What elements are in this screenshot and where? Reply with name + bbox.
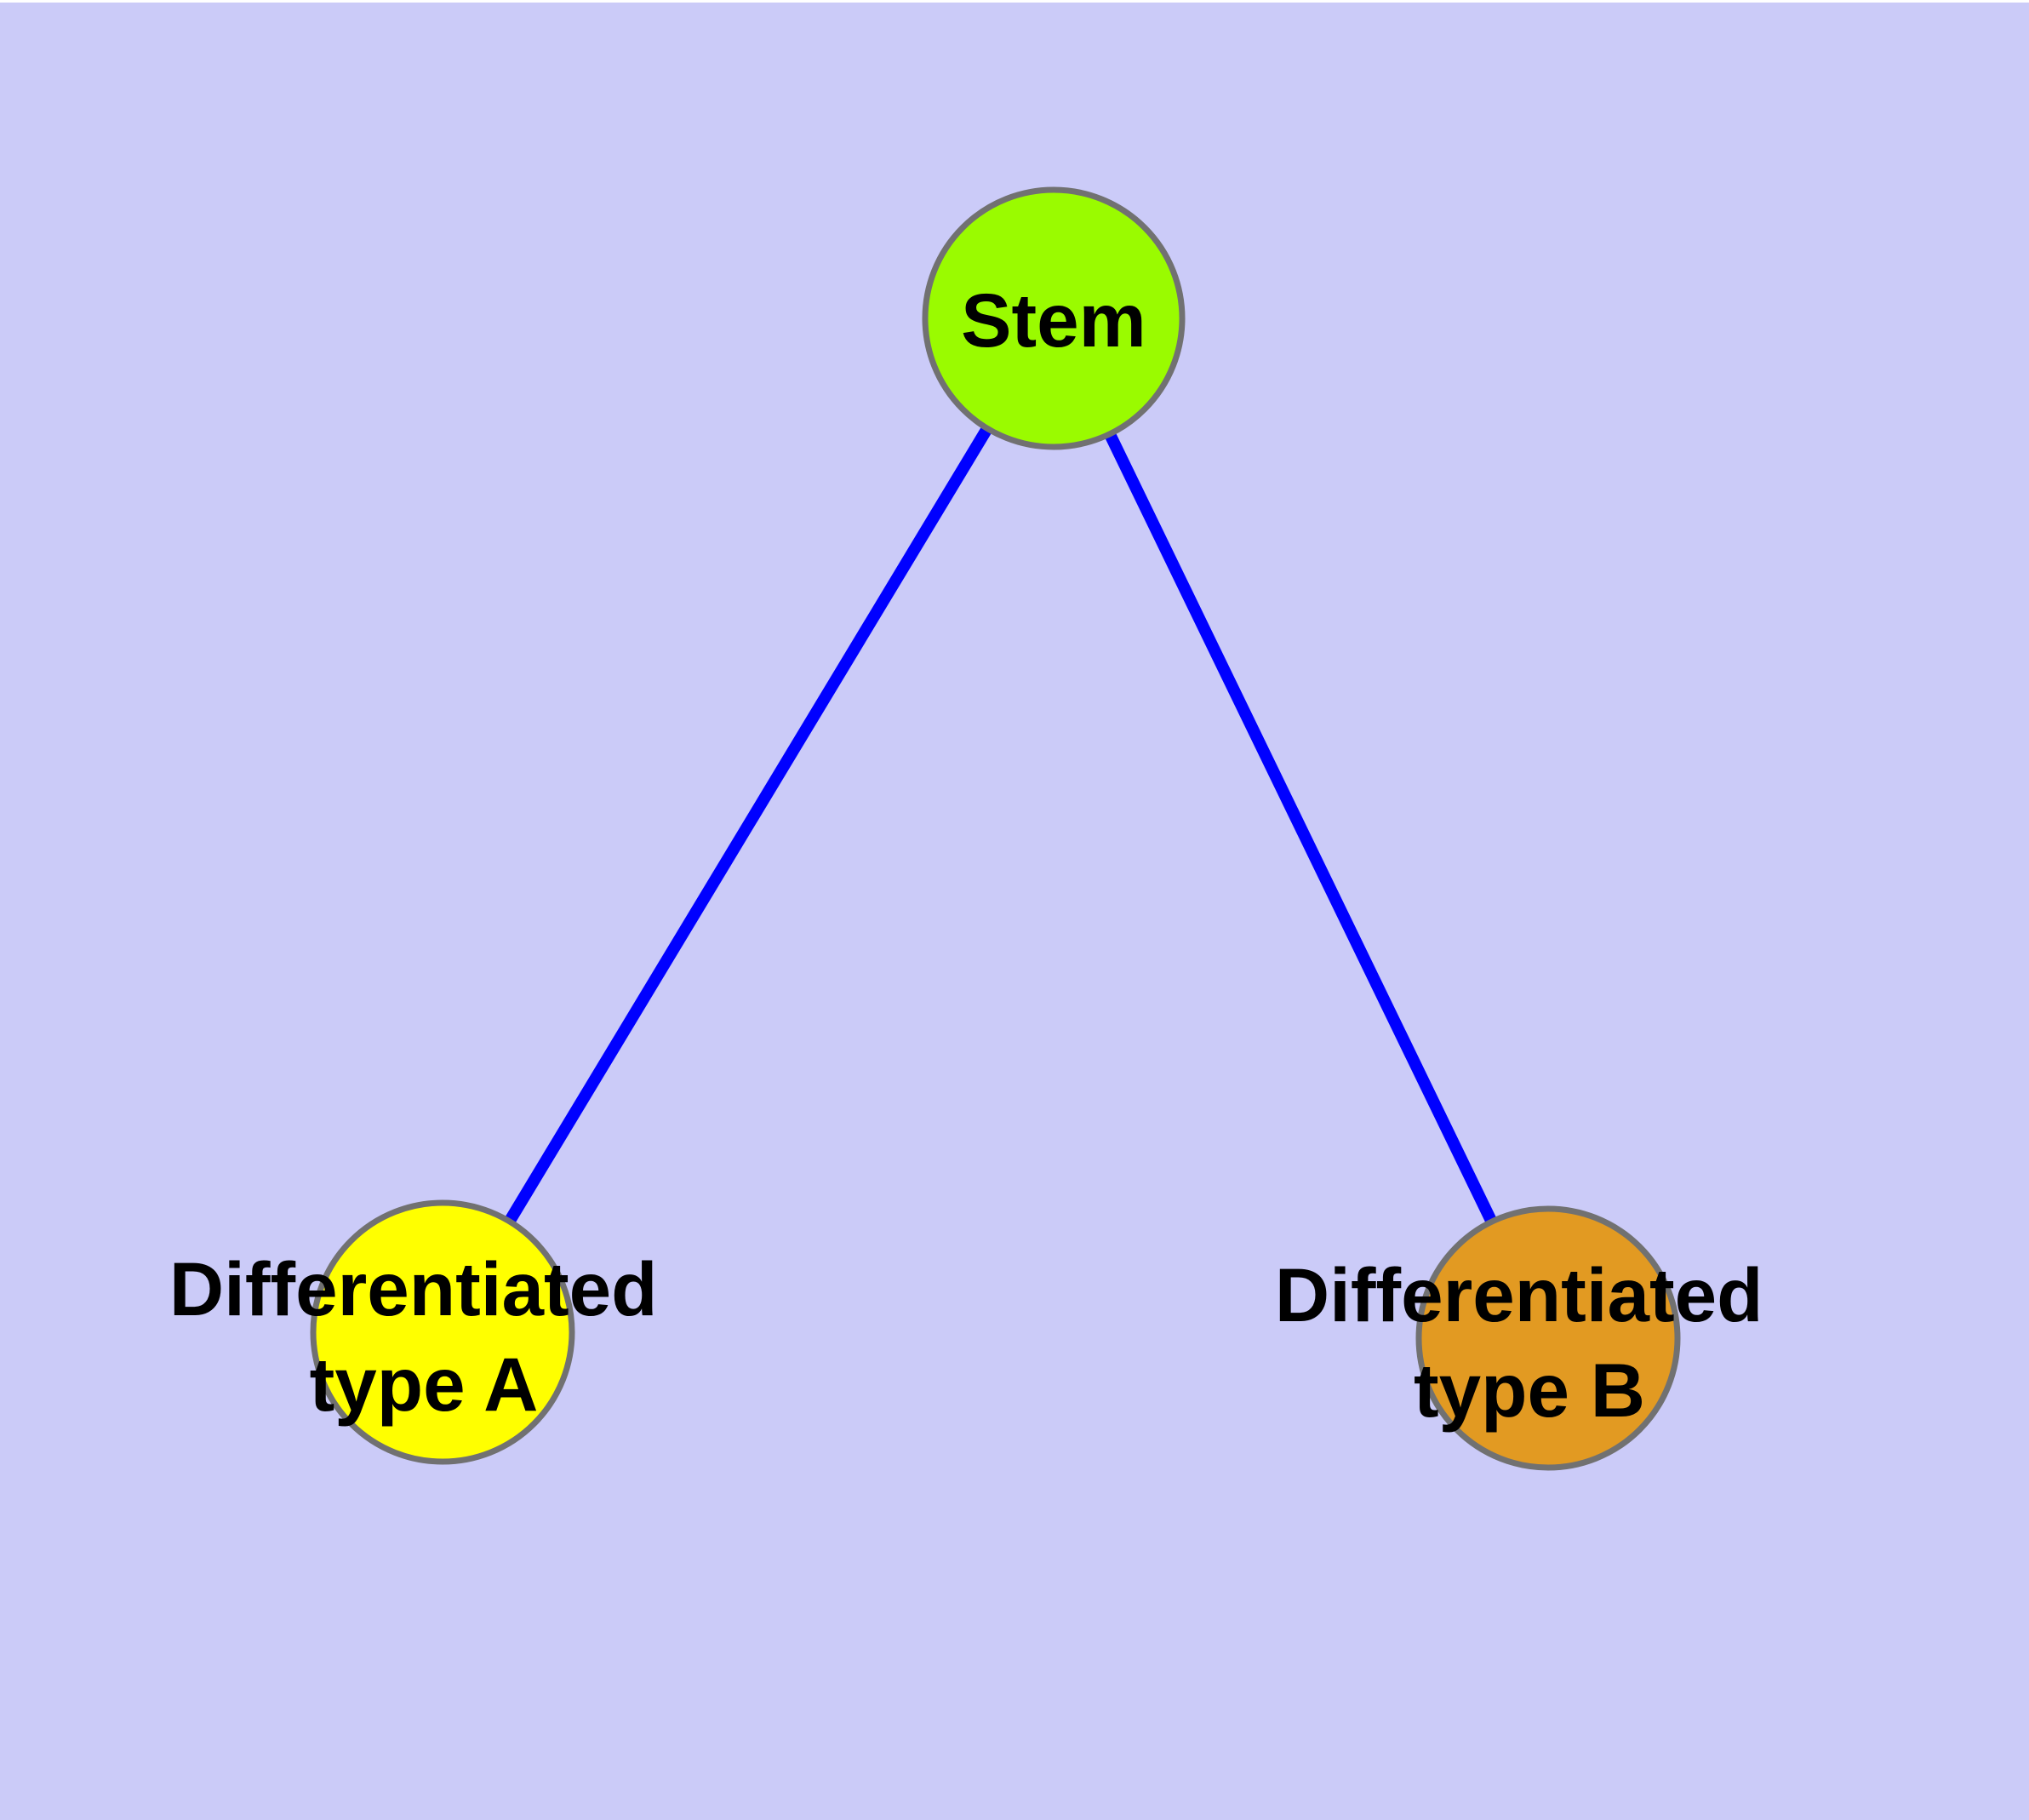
node-label-type-a: Differentiated type A bbox=[169, 1246, 678, 1427]
node-type-a-circle bbox=[310, 1199, 575, 1465]
node-type-b-circle bbox=[1415, 1205, 1681, 1471]
edge-stem-to-type-b bbox=[1048, 315, 1554, 1342]
node-group bbox=[310, 186, 1681, 1471]
node-label-type-b: Differentiated type B bbox=[1275, 1252, 1784, 1433]
node-label-type-b-line2: type B bbox=[1414, 1348, 1645, 1433]
node-label-stem: Stem bbox=[961, 278, 1146, 363]
label-group: Stem Differentiated type A Differentiate… bbox=[169, 278, 1784, 1433]
edge-group bbox=[437, 315, 1554, 1342]
node-label-type-a-line2: type A bbox=[310, 1342, 539, 1427]
edge-stem-to-type-a bbox=[437, 315, 1059, 1336]
node-label-type-b-line1: Differentiated bbox=[1275, 1252, 1763, 1337]
node-stem-circle bbox=[922, 186, 1186, 450]
node-label-type-a-line1: Differentiated bbox=[169, 1246, 658, 1331]
